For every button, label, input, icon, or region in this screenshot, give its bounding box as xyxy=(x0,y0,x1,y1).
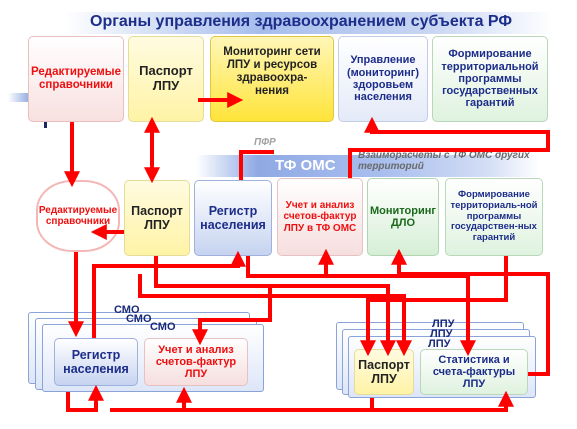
lpu-statistics-invoices[interactable]: Статистика и счета-фактуры ЛПУ xyxy=(420,349,528,395)
mid-dlo-monitoring[interactable]: Мониторинг ДЛО xyxy=(367,178,439,256)
arrow-register-down xyxy=(246,256,476,357)
lpu-label-mid: ЛПУ xyxy=(430,328,453,340)
arrow-smo-to-mid xyxy=(92,250,246,338)
top-health-management[interactable]: Управление (мониторинг) здоровьем населе… xyxy=(338,36,428,122)
lpu-label-front: ЛПУ xyxy=(428,338,451,350)
top-guarantee-program[interactable]: Формирование территориальной программы г… xyxy=(432,36,548,122)
smo-label-back: СМО xyxy=(114,304,140,316)
smo-population-register[interactable]: Регистр населения xyxy=(54,338,138,386)
tfoms-title-band xyxy=(196,155,540,177)
mid-invoice-analysis[interactable]: Учет и анализ счетов-фактур ЛПУ в ТФ ОМС xyxy=(277,178,363,256)
mid-population-register[interactable]: Регистр населения xyxy=(194,180,272,256)
mid-guarantee-program[interactable]: Формирование территориаль-ной программы … xyxy=(445,178,543,256)
mid-reference-books[interactable]: Редактируемые справочники xyxy=(36,180,120,252)
arrow-pfr-register xyxy=(239,150,274,180)
tfoms-title: ТФ ОМС xyxy=(275,157,336,174)
top-title-band xyxy=(64,12,554,34)
arrow-right-mid xyxy=(360,256,508,357)
mid-lpu-passport[interactable]: Паспорт ЛПУ xyxy=(124,180,190,256)
lpu-label-back: ЛПУ xyxy=(432,318,455,330)
top-reference-books[interactable]: Редактируемые справочники xyxy=(28,36,124,122)
pfr-label: ПФР xyxy=(254,137,276,148)
smo-label-mid: СМО xyxy=(126,313,152,325)
arrow-bottom-loop-left xyxy=(66,384,104,412)
decor-bar xyxy=(8,93,30,102)
top-lpu-passport[interactable]: Паспорт ЛПУ xyxy=(128,36,204,122)
top-title: Органы управления здравоохранением субъе… xyxy=(90,13,513,30)
top-network-monitoring[interactable]: Мониторинг сети ЛПУ и ресурсов здравоохр… xyxy=(210,36,334,122)
arrow-lpu-right-loop xyxy=(399,272,550,376)
arrow-invoice-to-smo xyxy=(192,286,272,346)
mutual-settlements-label: Взаиморасчеты с ТФ ОМС других территорий xyxy=(358,150,530,172)
arrow-bottom-long xyxy=(110,390,514,412)
arrow-tfoms-loop xyxy=(348,116,550,178)
smo-label-front: СМО xyxy=(150,321,176,333)
lpu-passport[interactable]: Паспорт ЛПУ xyxy=(354,349,414,395)
